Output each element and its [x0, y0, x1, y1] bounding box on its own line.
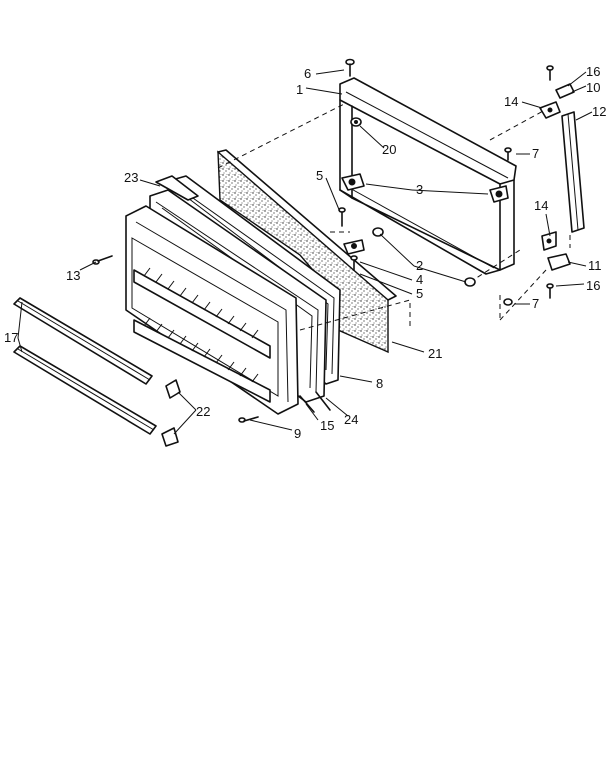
callout-11: 11 [588, 258, 602, 273]
trim-strip-upper [13, 297, 153, 385]
callout-12: 12 [592, 104, 606, 119]
callout-20: 20 [382, 142, 396, 157]
screw-9 [238, 416, 259, 423]
callout-14-upper: 14 [504, 94, 518, 109]
alignment-lines [217, 99, 571, 331]
hinge-bracket-left [341, 173, 365, 191]
handle-cap-upper [555, 83, 575, 99]
callout-7-upper: 7 [532, 146, 539, 161]
callout-6: 6 [304, 66, 311, 81]
callout-labels: 6 1 20 3 5 2 4 5 7 7 14 16 10 12 14 11 1… [4, 64, 606, 441]
callout-4: 4 [416, 272, 423, 287]
hinge-pin-lower [343, 239, 365, 255]
callout-16-lower: 16 [586, 278, 600, 293]
callout-22: 22 [196, 404, 210, 419]
callout-24: 24 [344, 412, 358, 427]
callout-5-lower: 5 [416, 286, 423, 301]
screw-13 [92, 255, 113, 265]
callout-1: 1 [296, 82, 303, 97]
callout-17: 17 [4, 330, 18, 345]
handle-cap-lower [547, 253, 571, 271]
callout-21: 21 [428, 346, 442, 361]
callout-5-upper: 5 [316, 168, 323, 183]
callout-8: 8 [376, 376, 383, 391]
door-handle [561, 111, 585, 233]
screw-16-lower [546, 283, 554, 299]
callout-7-lower: 7 [532, 296, 539, 311]
handle-mount-lower [541, 231, 557, 251]
shelf-ribs-upper [143, 267, 259, 339]
trim-end-cap-upper [165, 379, 181, 399]
callout-10: 10 [586, 80, 600, 95]
callout-23: 23 [124, 170, 138, 185]
callout-15: 15 [320, 418, 334, 433]
screw-7-upper [504, 147, 512, 161]
hinge-bracket-right [489, 185, 509, 203]
trim-strip-lower [13, 345, 157, 435]
trim-end-cap-lower [161, 427, 179, 447]
screw-16-upper [546, 65, 554, 81]
handle-mount-upper [539, 101, 561, 119]
callout-16-upper: 16 [586, 64, 600, 79]
gasket-tail [299, 391, 331, 413]
callout-14-lower: 14 [534, 198, 548, 213]
leader-lines [17, 69, 593, 435]
screw-6 [345, 58, 355, 77]
seal-strip-23 [155, 175, 199, 201]
top-door-frame [339, 77, 517, 275]
door-liner [125, 205, 299, 415]
callout-9: 9 [294, 426, 301, 441]
callout-3: 3 [416, 182, 423, 197]
screw-4 [350, 255, 358, 271]
callout-13: 13 [66, 268, 80, 283]
screw-5-upper [338, 207, 346, 227]
washer-part-20 [350, 117, 362, 127]
shelf-ribs-lower [143, 317, 259, 383]
callout-2: 2 [416, 258, 423, 273]
